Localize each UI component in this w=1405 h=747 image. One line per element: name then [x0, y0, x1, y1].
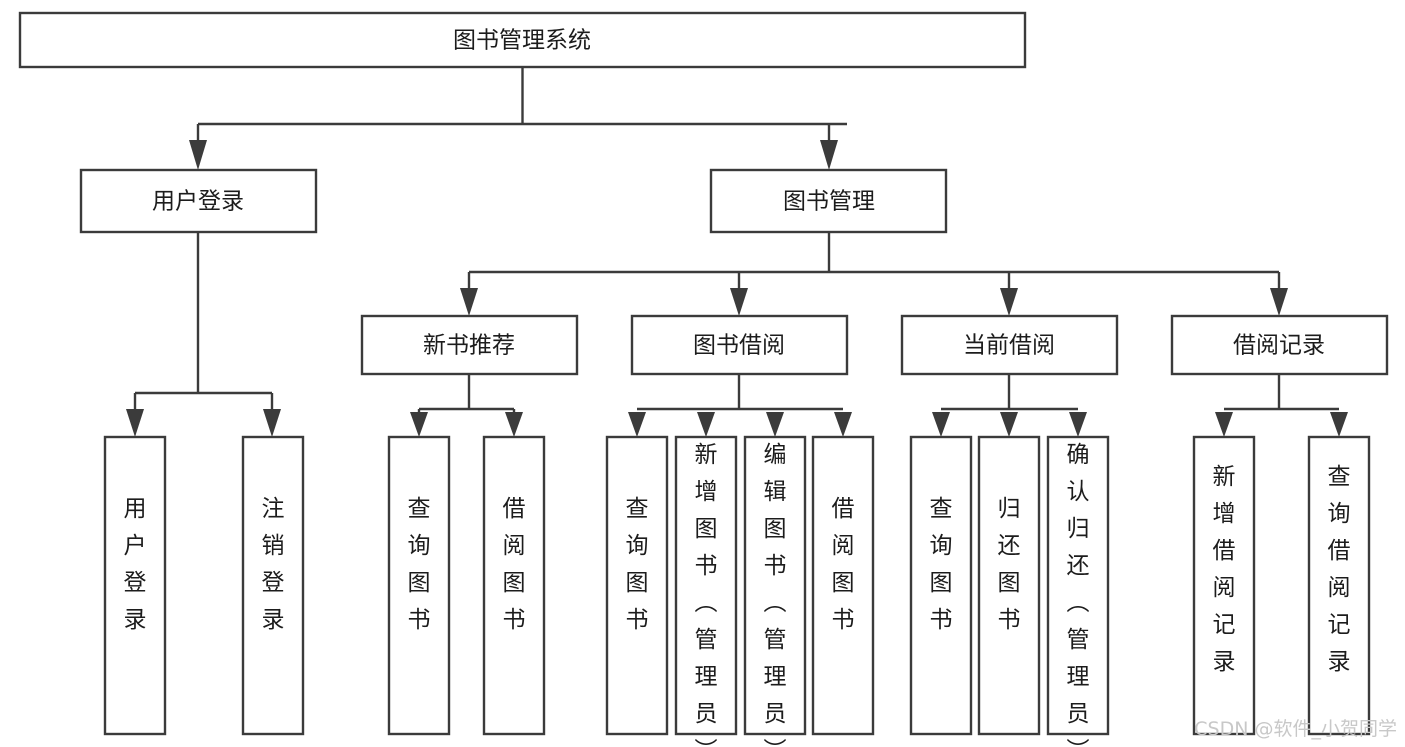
node-leaf-borrow-book-1-label: 借阅图书 [503, 496, 526, 633]
node-leaf-add-borrow-record-box[interactable] [1192, 435, 1256, 736]
node-leaf-query-borrow-record[interactable]: 查询借阅记录 [1307, 435, 1371, 736]
node-leaf-query-borrow-record-box[interactable] [1307, 435, 1371, 736]
node-new-book-recommend-box[interactable] [360, 314, 579, 376]
node-leaf-return-book-box[interactable] [977, 435, 1041, 736]
node-book-borrow[interactable]: 图书借阅 [630, 314, 849, 376]
node-borrow-record-box[interactable] [1170, 314, 1389, 376]
arrow-head-leaf-add-borrow-record [1215, 412, 1233, 437]
arrow-head-new-book-recommend [460, 288, 478, 316]
node-user-login-box[interactable] [79, 168, 318, 234]
node-leaf-add-book-label: 新增图书︵管理员︶ [695, 442, 718, 747]
connector-group-root [189, 67, 847, 170]
node-leaf-return-book[interactable]: 归还图书 [977, 435, 1041, 736]
node-leaf-query-book-3-box[interactable] [909, 435, 973, 736]
node-book-management[interactable]: 图书管理 [709, 168, 948, 234]
arrow-head-leaf-add-book [697, 412, 715, 437]
node-leaf-query-book-3-label: 查询图书 [930, 496, 953, 633]
node-leaf-add-borrow-record-label: 新增借阅记录 [1213, 464, 1236, 675]
node-borrow-record-label: 借阅记录 [1233, 333, 1325, 359]
arrow-head-current-borrow [1000, 288, 1018, 316]
node-leaf-logout-login-label: 注销登录 [262, 496, 285, 633]
arrow-head-borrow-record [1270, 288, 1288, 316]
node-leaf-logout-login-box[interactable] [241, 435, 305, 736]
node-leaf-edit-book-label: 编辑图书︵管理员︶ [764, 442, 787, 747]
node-root-box[interactable] [18, 11, 1027, 69]
node-book-management-label: 图书管理 [783, 189, 875, 215]
node-leaf-query-borrow-record-label: 查询借阅记录 [1328, 464, 1351, 675]
node-leaf-edit-book-box[interactable] [743, 435, 807, 736]
node-leaf-borrow-book-1-box[interactable] [482, 435, 546, 736]
node-book-management-box[interactable] [709, 168, 948, 234]
node-current-borrow-label: 当前借阅 [963, 333, 1055, 359]
arrow-head-leaf-borrow-book-1 [505, 412, 523, 437]
arrow-head-book-borrow [730, 288, 748, 316]
arrow-head-leaf-edit-book [766, 412, 784, 437]
node-leaf-query-book-2-box[interactable] [605, 435, 669, 736]
connector-group-new-book-recommend [410, 374, 523, 437]
connector-group-book-management [460, 232, 1288, 316]
arrow-head-leaf-query-book-1 [410, 412, 428, 437]
node-leaf-add-book[interactable]: 新增图书︵管理员︶ [674, 435, 738, 747]
node-leaf-logout-login[interactable]: 注销登录 [241, 435, 305, 736]
node-leaf-query-book-2-label: 查询图书 [626, 496, 649, 633]
node-leaf-query-book-1[interactable]: 查询图书 [387, 435, 451, 736]
node-leaf-query-book-3[interactable]: 查询图书 [909, 435, 973, 736]
connector-group-current-borrow [932, 374, 1087, 437]
node-leaf-return-book-label: 归还图书 [998, 496, 1021, 633]
node-leaf-query-book-1-box[interactable] [387, 435, 451, 736]
node-new-book-recommend-label: 新书推荐 [423, 333, 515, 359]
node-leaf-user-login[interactable]: 用户登录 [103, 435, 167, 736]
node-leaf-user-login-label: 用户登录 [124, 496, 147, 633]
arrow-head-leaf-confirm-return [1069, 412, 1087, 437]
node-leaf-borrow-book-2[interactable]: 借阅图书 [811, 435, 875, 736]
node-leaf-edit-book[interactable]: 编辑图书︵管理员︶ [743, 435, 807, 747]
node-leaf-add-book-box[interactable] [674, 435, 738, 736]
node-leaf-query-book-1-label: 查询图书 [408, 496, 431, 633]
arrow-head-leaf-borrow-book-2 [834, 412, 852, 437]
node-current-borrow[interactable]: 当前借阅 [900, 314, 1119, 376]
connector-group-book-borrow [628, 374, 852, 437]
node-book-borrow-box[interactable] [630, 314, 849, 376]
csdn-watermark: CSDN @软件_小贺同学 [1194, 718, 1397, 740]
node-leaf-user-login-box[interactable] [103, 435, 167, 736]
node-book-borrow-label: 图书借阅 [693, 333, 785, 359]
node-borrow-record[interactable]: 借阅记录 [1170, 314, 1389, 376]
node-user-login[interactable]: 用户登录 [79, 168, 318, 234]
arrow-head-user-login [189, 140, 207, 170]
node-current-borrow-box[interactable] [900, 314, 1119, 376]
node-leaf-confirm-return-label: 确认归还︵管理员︶ [1067, 442, 1090, 747]
node-leaf-borrow-book-2-box[interactable] [811, 435, 875, 736]
node-leaf-confirm-return[interactable]: 确认归还︵管理员︶ [1046, 435, 1110, 747]
arrow-head-leaf-return-book [1000, 412, 1018, 437]
arrow-head-leaf-query-book-2 [628, 412, 646, 437]
node-leaf-query-book-2[interactable]: 查询图书 [605, 435, 669, 736]
node-root-label: 图书管理系统 [453, 28, 591, 54]
connector-group-user-login [126, 232, 281, 437]
node-leaf-borrow-book-2-label: 借阅图书 [832, 496, 855, 633]
arrow-head-leaf-query-book-3 [932, 412, 950, 437]
node-root[interactable]: 图书管理系统 [18, 11, 1027, 69]
node-leaf-borrow-book-1[interactable]: 借阅图书 [482, 435, 546, 736]
node-leaf-add-borrow-record[interactable]: 新增借阅记录 [1192, 435, 1256, 736]
arrow-head-leaf-logout-login [263, 409, 281, 437]
arrow-head-leaf-query-borrow-record [1330, 412, 1348, 437]
node-new-book-recommend[interactable]: 新书推荐 [360, 314, 579, 376]
connector-group-borrow-record [1215, 374, 1348, 437]
node-user-login-label: 用户登录 [152, 189, 244, 215]
node-leaf-confirm-return-box[interactable] [1046, 435, 1110, 736]
arrow-head-book-management [820, 140, 838, 170]
arrow-head-leaf-user-login [126, 409, 144, 437]
